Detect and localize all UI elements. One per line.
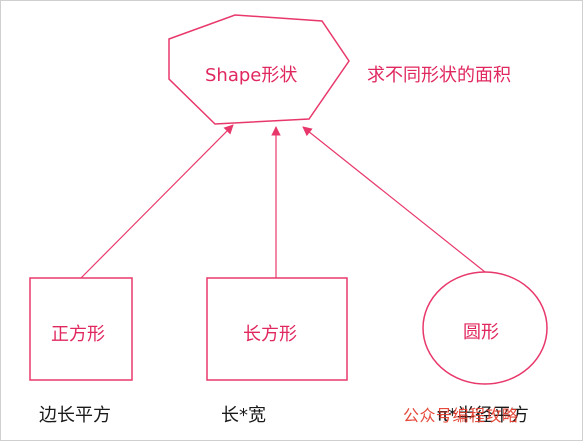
rectangle-area-formula: 长*宽 [221,405,266,426]
arrow-circle-to-shape [302,126,486,273]
rectangle-node-label: 长方形 [243,324,297,345]
circle-node-label: 圆形 [463,322,499,343]
shape-node-polygon [168,14,350,125]
circle-area-formula: π*半径平方 [437,405,529,426]
rectangle-node-box [206,277,348,381]
square-node-label: 正方形 [51,324,105,345]
shape-node-label: Shape形状 [205,65,298,86]
area-note: 求不同形状的面积 [367,65,511,86]
square-area-formula: 边长平方 [39,405,111,426]
arrow-square-to-shape [80,124,234,279]
watermark-text: 公众号编程攻略 [403,406,519,425]
